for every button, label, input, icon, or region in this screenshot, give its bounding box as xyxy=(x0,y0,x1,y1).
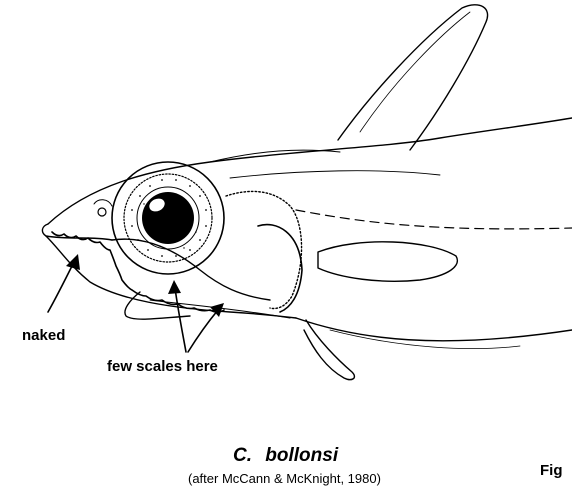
figure-label: Fig xyxy=(540,462,563,479)
arrow-naked xyxy=(48,262,74,312)
arrow-few-scales-right xyxy=(188,310,218,352)
nostril xyxy=(98,208,106,216)
dorsal-fin-ray xyxy=(360,12,470,132)
opercle xyxy=(226,191,302,308)
nostril-rim xyxy=(94,200,112,206)
eye-pupil xyxy=(142,192,194,244)
species-name: C. bollonsi xyxy=(233,445,338,467)
dorsal-fin xyxy=(338,5,488,150)
pelvic-fin xyxy=(304,320,354,380)
arrowhead-few-scales-left xyxy=(168,280,181,294)
lateral-line xyxy=(296,210,572,229)
lower-jaw xyxy=(46,236,296,318)
label-few-scales: few scales here xyxy=(107,358,218,375)
head-upper-contour xyxy=(230,171,440,178)
pectoral-fin xyxy=(318,242,457,281)
arrow-few-scales-left xyxy=(175,288,186,352)
body-outline-lower xyxy=(296,318,572,341)
figure-credit: (after McCann & McKnight, 1980) xyxy=(188,471,381,486)
arrowhead-naked xyxy=(66,254,80,270)
body-outline-upper xyxy=(48,118,572,224)
label-naked: naked xyxy=(22,327,65,344)
